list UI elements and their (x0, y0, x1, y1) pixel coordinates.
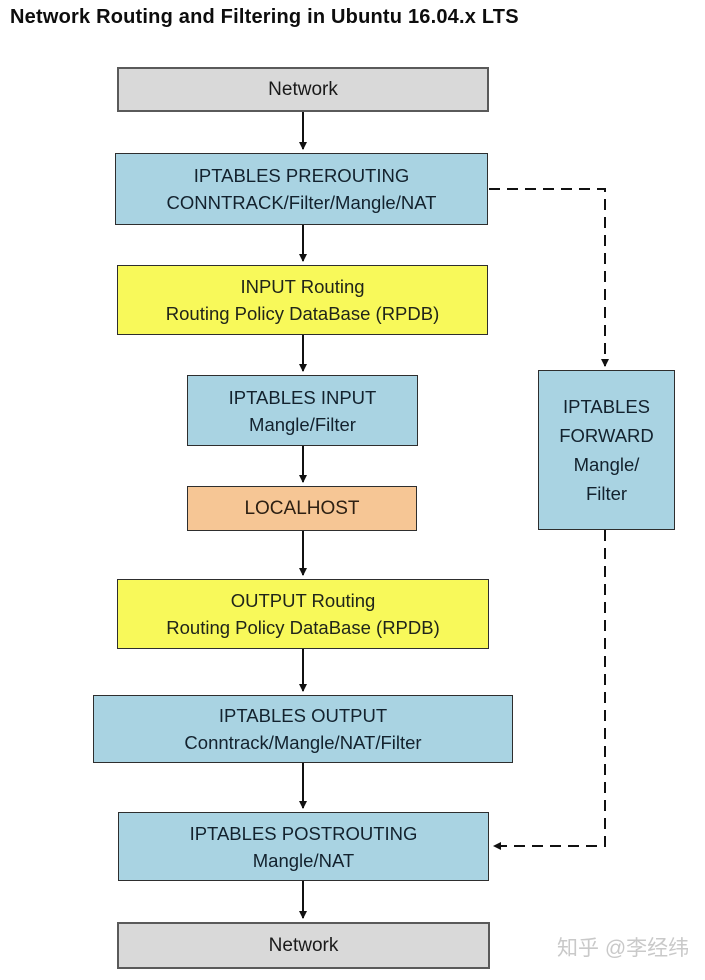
node-label: FORWARD (559, 425, 654, 446)
node-iptables-prerouting: IPTABLES PREROUTING CONNTRACK/Filter/Man… (115, 153, 488, 225)
node-sublabel: Mangle/NAT (252, 849, 355, 871)
node-input-routing: INPUT Routing Routing Policy DataBase (R… (117, 265, 488, 335)
node-iptables-input: IPTABLES INPUT Mangle/Filter (187, 375, 418, 446)
node-label: LOCALHOST (244, 498, 360, 519)
node-label: IPTABLES POSTROUTING (189, 822, 418, 844)
node-sublabel: Filter (585, 483, 628, 504)
node-label: Network (268, 935, 339, 956)
node-sublabel: Mangle/Filter (249, 413, 356, 435)
node-label: Network (268, 79, 338, 100)
node-output-routing: OUTPUT Routing Routing Policy DataBase (… (117, 579, 489, 649)
node-label: INPUT Routing (240, 276, 365, 297)
page-title: Network Routing and Filtering in Ubuntu … (10, 6, 519, 28)
node-sublabel: Routing Policy DataBase (RPDB) (166, 617, 440, 638)
node-label: OUTPUT Routing (230, 590, 376, 611)
node-network-top: Network (117, 67, 489, 112)
node-label: IPTABLES OUTPUT (218, 705, 388, 726)
dashed-arrow-prerouting-to-forward (489, 188, 609, 367)
node-label: IPTABLES PREROUTING (193, 165, 410, 186)
node-sublabel: CONNTRACK/Filter/Mangle/NAT (166, 192, 437, 213)
node-label: IPTABLES (562, 396, 651, 417)
dashed-arrow-forward-to-postrouting (493, 530, 606, 850)
node-iptables-forward: IPTABLES FORWARD Mangle/ Filter (538, 370, 675, 530)
node-network-bottom: Network (117, 922, 490, 969)
node-localhost: LOCALHOST (187, 486, 417, 531)
node-sublabel: Mangle/ (573, 454, 640, 475)
node-sublabel: Routing Policy DataBase (RPDB) (165, 303, 440, 324)
node-sublabel: Conntrack/Mangle/NAT/Filter (184, 732, 422, 753)
node-iptables-postrouting: IPTABLES POSTROUTING Mangle/NAT (118, 812, 489, 881)
node-iptables-output: IPTABLES OUTPUT Conntrack/Mangle/NAT/Fil… (93, 695, 513, 763)
zhihu-watermark: 知乎 @李经纬 (557, 937, 690, 960)
node-label: IPTABLES INPUT (228, 386, 377, 408)
